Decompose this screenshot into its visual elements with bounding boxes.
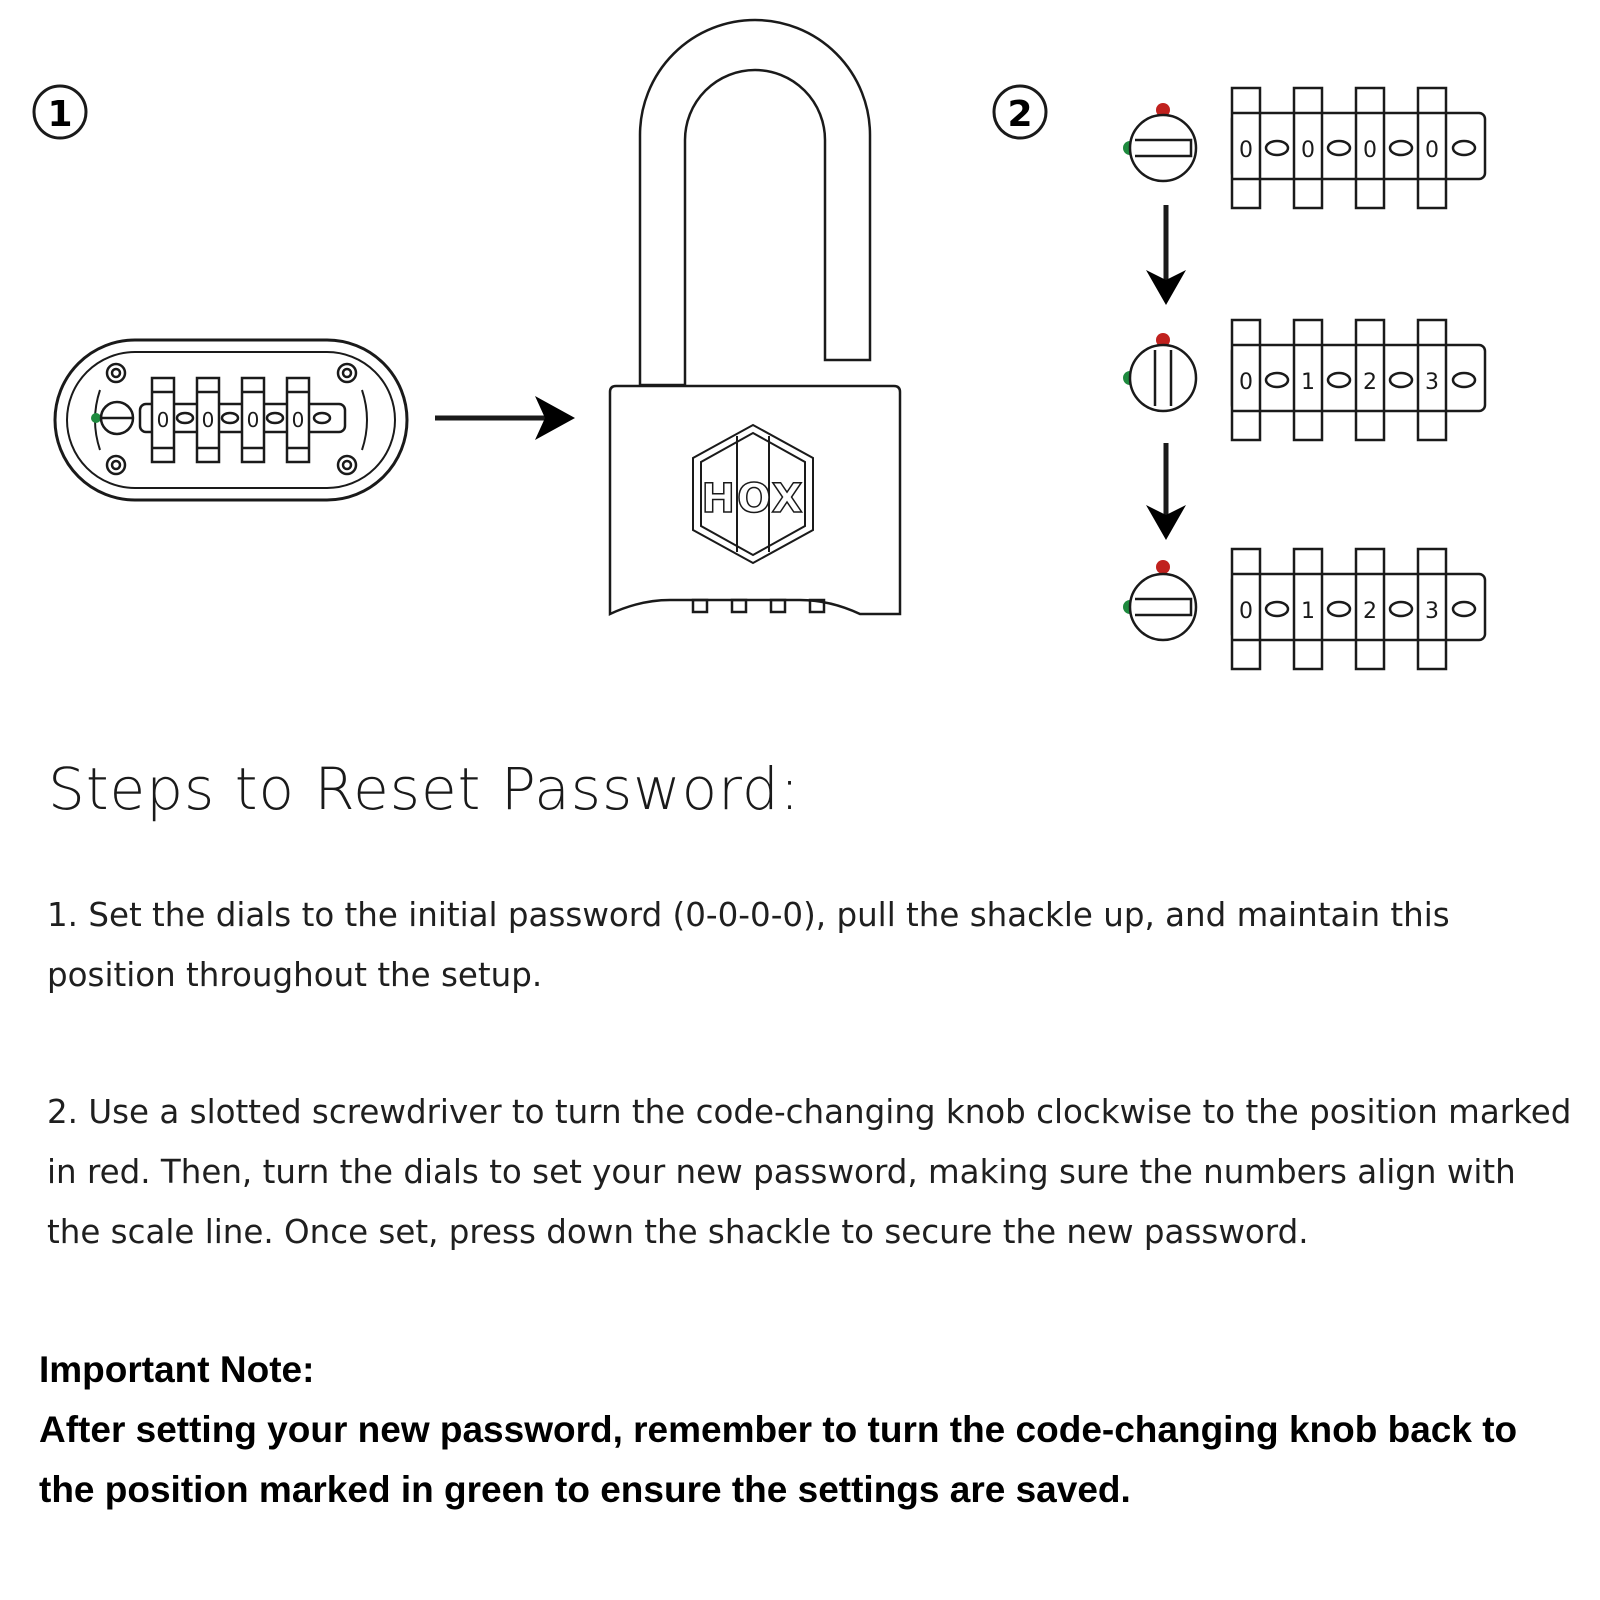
small-dial-1: 0: [150, 376, 176, 464]
knob-red-position: [1123, 333, 1198, 413]
reset-diagram: 1 2: [32, 18, 1487, 671]
dial-digit: 2: [1363, 370, 1377, 395]
arrow-down-icon: [1146, 443, 1186, 540]
note-title: Important Note:: [39, 1349, 315, 1390]
small-dial-4-digit: 0: [292, 408, 305, 432]
dial-3: 2: [1354, 318, 1386, 442]
step-1-text: 1. Set the dials to the initial password…: [47, 896, 1450, 994]
dial-digit: 3: [1425, 599, 1439, 624]
dial-digit: 0: [1239, 138, 1253, 163]
dial-digit: 0: [1239, 599, 1253, 624]
small-dial-3: 0: [240, 376, 266, 464]
brand-logo-text: HOX: [702, 476, 805, 522]
dial-digit: 2: [1363, 599, 1377, 624]
knob-green-position: [1123, 103, 1198, 183]
dial-digit: 3: [1425, 370, 1439, 395]
dial-4: 0: [1416, 86, 1448, 210]
dial-2: 1: [1292, 318, 1324, 442]
dial-1: 0: [1230, 318, 1262, 442]
small-dial-4: 0: [285, 376, 311, 464]
brand-logo: HOX: [692, 423, 814, 565]
small-dial-1-digit: 0: [157, 408, 170, 432]
small-dial-3-digit: 0: [247, 408, 260, 432]
arrow-down-icon: [1146, 205, 1186, 305]
dial-digit: 1: [1301, 370, 1315, 395]
small-dial-2: 0: [195, 376, 221, 464]
dial-3: 2: [1354, 547, 1386, 671]
lock-bottom-view: 0 0 0 0: [53, 338, 409, 502]
dial-row-1: 0 0 0 0: [1230, 86, 1487, 210]
step-marker-2-label: 2: [1007, 94, 1032, 135]
small-dial-2-digit: 0: [202, 408, 215, 432]
dial-4: 3: [1416, 547, 1448, 671]
dial-3: 0: [1354, 86, 1386, 210]
dial-digit: 0: [1301, 138, 1315, 163]
page-title: Steps to Reset Password:: [48, 755, 801, 823]
dial-2: 0: [1292, 86, 1324, 210]
arrow-right-icon: [435, 396, 575, 440]
small-knob: [91, 400, 135, 436]
dial-4: 3: [1416, 318, 1448, 442]
dial-2: 1: [1292, 547, 1324, 671]
dial-digit: 0: [1239, 370, 1253, 395]
step-marker-1: 1: [32, 84, 88, 140]
dial-row-2: 0 1 2 3: [1230, 318, 1487, 442]
step-2-text: 2. Use a slotted screwdriver to turn the…: [47, 1093, 1572, 1251]
dial-digit: 1: [1301, 599, 1315, 624]
dial-digit: 0: [1425, 138, 1439, 163]
padlock: HOX: [608, 18, 902, 616]
step-marker-1-label: 1: [47, 94, 72, 135]
dial-digit: 0: [1363, 138, 1377, 163]
dial-1: 0: [1230, 547, 1262, 671]
knob-green-position: [1123, 560, 1198, 642]
step-marker-2: 2: [992, 84, 1048, 140]
note-body: After setting your new password, remembe…: [39, 1409, 1518, 1510]
dial-row-3: 0 1 2 3: [1230, 547, 1487, 671]
dial-1: 0: [1230, 86, 1262, 210]
